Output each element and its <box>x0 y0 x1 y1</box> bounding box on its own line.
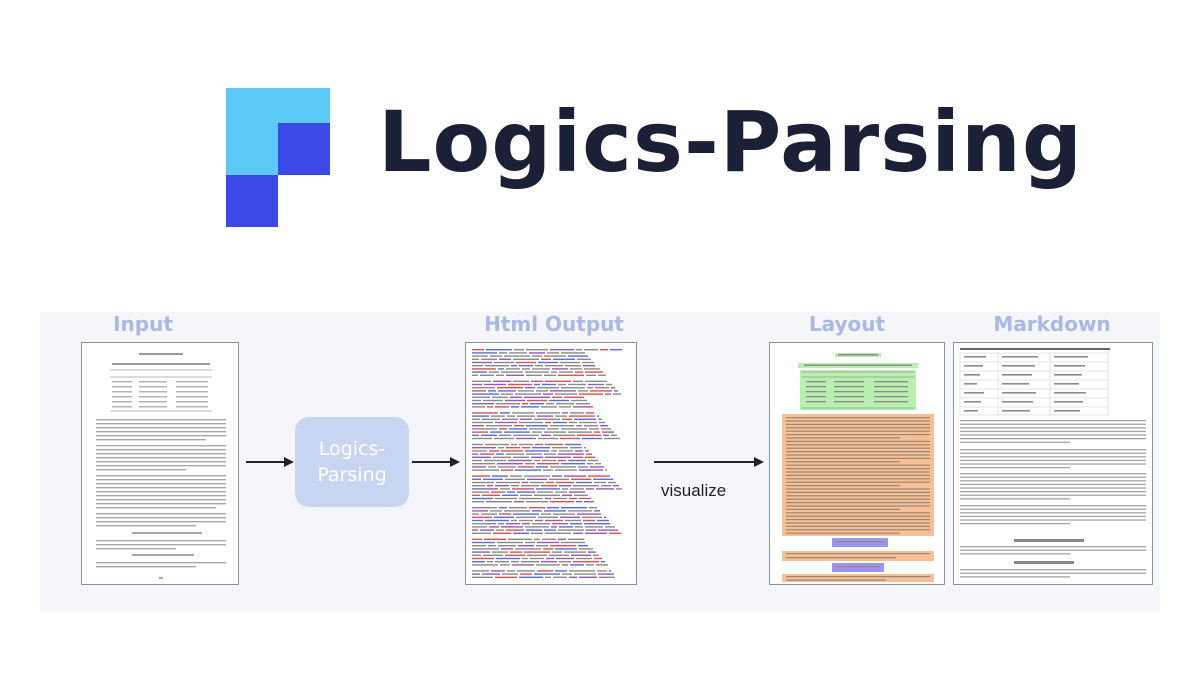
layout-thumbnail <box>769 342 945 585</box>
html-output-thumbnail <box>465 342 637 585</box>
label-input: Input <box>113 312 173 336</box>
arrow-input-to-engine <box>246 457 294 467</box>
label-html-output: Html Output <box>484 312 624 336</box>
label-layout: Layout <box>808 312 886 336</box>
logo-block-dark-1 <box>278 123 330 175</box>
logo-block-dark-2 <box>226 175 278 227</box>
arrow-engine-to-html <box>412 457 460 467</box>
input-document-thumbnail <box>81 342 239 585</box>
engine-label-line1: Logics- <box>318 438 386 460</box>
label-markdown: Markdown <box>993 312 1111 336</box>
engine-label-line2: Parsing <box>317 464 387 486</box>
arrow-html-to-layout <box>654 457 764 467</box>
visualize-label: visualize <box>661 481 727 500</box>
logics-parsing-engine-box: Logics- Parsing <box>295 417 409 507</box>
logo-block-light-1 <box>226 88 278 140</box>
markdown-thumbnail <box>953 342 1153 585</box>
logo-title: Logics-Parsing <box>378 93 1083 191</box>
